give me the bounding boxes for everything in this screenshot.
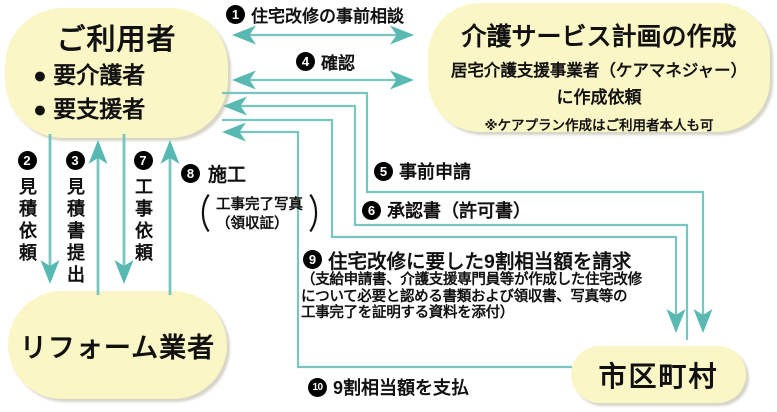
step-3-label: 3 見積書提出 — [64, 151, 86, 287]
step-8-note-open-paren: （ — [181, 193, 211, 237]
step-8-text: 施工 — [208, 165, 247, 186]
step-8-note-line2: （領収証） — [216, 216, 289, 232]
step-8-note-close-paren: ） — [308, 193, 338, 237]
step-2-label: 2 見積依頼 — [16, 151, 38, 265]
arrow-6-path — [232, 104, 689, 340]
step-7-label: 7 工事依頼 — [132, 151, 154, 265]
step-8-label: 8 施工 — [181, 160, 246, 187]
step-6-badge: 6 — [362, 200, 381, 220]
arrow-9-path — [222, 118, 678, 324]
careplan-bubble-title: 介護サービス計画の作成 — [461, 23, 737, 51]
careplan-bubble-note: ※ケアプラン作成はご利用者本人も可 — [484, 118, 714, 133]
step-10-label: 10 9割相当額を支払 — [308, 374, 469, 400]
careplan-bubble-line2: に作成依頼 — [556, 88, 642, 107]
arrow-1-left-head — [232, 25, 256, 45]
step-9-badge: 9 — [303, 250, 322, 269]
arrow-6-head — [223, 96, 247, 116]
step-3-badge: 3 — [65, 151, 85, 170]
step-4-badge: 4 — [296, 52, 315, 71]
step-7-badge: 7 — [133, 151, 153, 170]
step-3-text: 見積書提出 — [65, 177, 85, 287]
reform-contractor-bubble: リフォーム業者 — [8, 291, 227, 399]
step-8-badge: 8 — [181, 164, 200, 183]
step-9-label: 9 住宅改修に要した9割相当額を請求 — [303, 245, 631, 274]
city-bubble-title: 市区町村 — [598, 360, 719, 392]
step-9-detail-line2: について必要と認める書類および領収書、写真等の — [301, 288, 628, 305]
step-5-label: 5 事前申請 — [374, 158, 471, 184]
arrow-8-head — [160, 140, 180, 164]
step-6-label: 6 承認書（許可書） — [362, 197, 531, 223]
step-5-text: 事前申請 — [399, 162, 471, 182]
arrow-4-right-head — [390, 70, 414, 90]
step-1-badge: 1 — [226, 5, 245, 24]
user-bubble-item-support: ● 要支援者 — [33, 96, 146, 122]
step-1-text: 住宅改修の事前相談 — [251, 7, 404, 26]
step-10-badge: 10 — [308, 377, 327, 397]
arrow-3-head — [88, 140, 108, 164]
user-bubble-item-caregiver: ● 要介護者 — [33, 62, 146, 88]
careplan-bubble: 介護サービス計画の作成 居宅介護支援事業者（ケアマネジャー） に作成依頼 ※ケア… — [428, 3, 770, 133]
step-7-text: 工事依頼 — [133, 177, 153, 265]
municipality-bubble: 市区町村 — [571, 346, 746, 403]
arrow-2-head — [40, 260, 60, 284]
arrow-1-right-head — [390, 25, 414, 45]
step-8-note: （ 工事完了写真 （領収証） ） — [176, 193, 343, 237]
arrow-10-head — [222, 122, 246, 142]
arrow-7-head — [114, 260, 134, 284]
step-9-detail: （支給申請書、介護支援専門員等が作成した住宅改修 について必要と認める書類および… — [301, 272, 671, 322]
step-9-detail-line3: 工事完了を証明する資料を添付） — [301, 305, 514, 321]
step-5-badge: 5 — [374, 161, 393, 181]
arrow-10-path — [231, 130, 572, 369]
step-9-text: 住宅改修に要した9割相当額を請求 — [328, 251, 632, 273]
careplan-bubble-line1: 居宅介護支援事業者（ケアマネジャー） — [450, 62, 748, 80]
arrow-5-head — [693, 309, 713, 333]
step-4-label: 4 確認 — [296, 49, 355, 74]
step-9-detail-line1: （支給申請書、介護支援専門員等が作成した住宅改修 — [301, 272, 642, 288]
step-2-badge: 2 — [17, 151, 37, 170]
step-8-note-line1: 工事完了写真 — [216, 197, 303, 213]
step-10-text: 9割相当額を支払 — [333, 378, 470, 398]
step-4-text: 確認 — [321, 54, 355, 73]
arrow-9-head — [666, 309, 686, 333]
arrow-4-left-head — [232, 70, 256, 90]
step-2-text: 見積依頼 — [17, 177, 37, 265]
reform-bubble-title: リフォーム業者 — [19, 332, 216, 363]
user-bubble-title: ご利用者 — [56, 24, 177, 56]
user-bubble: ご利用者 ● 要介護者 ● 要支援者 — [5, 8, 228, 138]
step-1-label: 1 住宅改修の事前相談 — [226, 2, 404, 27]
arrow-5-path — [222, 91, 705, 324]
step-6-text: 承認書（許可書） — [387, 201, 531, 221]
